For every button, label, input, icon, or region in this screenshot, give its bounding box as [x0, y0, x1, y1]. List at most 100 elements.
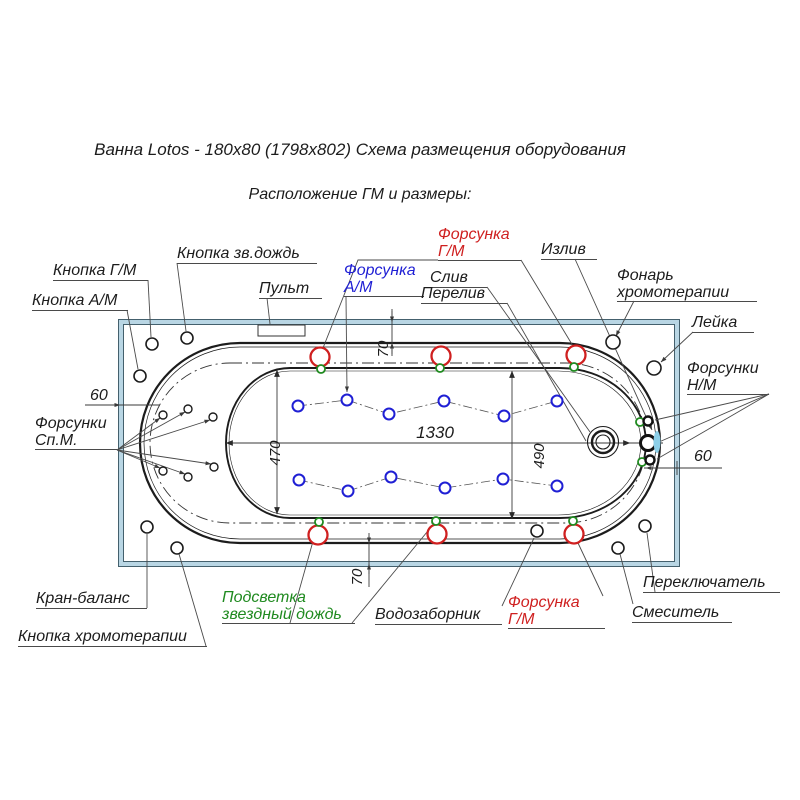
- spm-jet: [208, 412, 218, 422]
- leader-nm-2: [658, 393, 770, 443]
- leader-spm-jet: [116, 419, 211, 451]
- led-light: [316, 364, 326, 374]
- dim-text-1330: 1330: [416, 423, 454, 442]
- nm-jet: [639, 434, 657, 452]
- page-subtitle: Расположение ГМ и размеры:: [248, 186, 472, 203]
- label-knopka-zv-dozhd: Кнопка зв.дождь: [177, 245, 317, 264]
- label-smesitel: Смеситель: [632, 604, 732, 623]
- tub-inner-wall-echo: [228, 370, 642, 516]
- gm-jet: [309, 346, 331, 368]
- deck-hole: [170, 541, 184, 555]
- led-light: [568, 516, 578, 526]
- am-jet: [550, 394, 564, 408]
- label-pereklyuchatel: Переключатель: [643, 574, 780, 593]
- leader-knopka-gm: [147, 279, 152, 338]
- drain-ring: [595, 434, 611, 450]
- spm-jet: [158, 410, 168, 420]
- leader-pereklyuchatel: [646, 532, 656, 593]
- am-jet: [384, 470, 398, 484]
- page-title: Ванна Lotos - 180x80 (1798x802) Схема ра…: [94, 140, 626, 159]
- dim-text-490: 490: [531, 443, 548, 469]
- label-dim-60-left: 60: [90, 387, 108, 404]
- label-knopka-am: Кнопка А/М: [32, 292, 128, 311]
- spm-jet: [183, 404, 193, 414]
- nm-jet: [642, 415, 654, 427]
- am-jet: [292, 473, 306, 487]
- deck-hole: [605, 334, 621, 350]
- gm-jet: [565, 344, 587, 366]
- deck-hole: [646, 360, 662, 376]
- deck-hole: [611, 541, 625, 555]
- dim-text-70-bottom: 70: [349, 568, 366, 585]
- am-jet: [340, 393, 354, 407]
- equipment-markers: [133, 331, 662, 555]
- leader-podsvetka-2: [351, 525, 433, 624]
- dim-text-70-top: 70: [375, 340, 392, 357]
- gm-jet: [426, 523, 448, 545]
- spm-jet: [209, 462, 219, 472]
- leader-knopka-chromo: [178, 553, 207, 647]
- label-knopka-chromo: Кнопка хромотерапии: [18, 628, 207, 647]
- leader-spm-jet: [116, 417, 161, 451]
- leader-vodozabornik: [501, 537, 535, 607]
- label-pereliv: Перелив: [421, 285, 507, 304]
- drain-ring: [586, 425, 620, 459]
- nm-jet: [644, 454, 656, 466]
- spm-jet: [158, 466, 168, 476]
- gm-jet: [307, 524, 329, 546]
- gm-jet: [430, 345, 452, 367]
- am-jet: [382, 407, 396, 421]
- jet-link-lines: [116, 399, 558, 492]
- leader-spm-jet: [116, 449, 186, 475]
- label-leika: Лейка: [692, 314, 754, 333]
- am-jet-link-bottom: [298, 476, 558, 492]
- leader-forsunka-gm-top-right: [520, 259, 574, 347]
- deck-hole: [140, 520, 154, 534]
- leader-forsunka-gm-top-left: [322, 259, 438, 349]
- leader-knopka-zv: [176, 262, 187, 332]
- leader-leika: [660, 331, 694, 363]
- deck-hole: [530, 524, 544, 538]
- leader-forsunka-gm-bottom: [577, 542, 604, 597]
- am-jet: [341, 484, 355, 498]
- label-sliv: Слив: [430, 269, 487, 288]
- am-jet: [550, 479, 564, 493]
- led-light: [314, 517, 324, 527]
- am-jet: [437, 394, 451, 408]
- leader-fonar: [615, 300, 635, 337]
- label-vodozabornik: Водозаборник: [375, 606, 502, 625]
- deck-hole: [180, 331, 194, 345]
- deck-hole: [133, 369, 147, 383]
- led-light: [431, 516, 441, 526]
- label-pult: Пульт: [259, 280, 322, 299]
- leader-nm-3: [656, 393, 770, 460]
- label-dim-60-right: 60: [694, 448, 712, 465]
- leader-spm-jet: [116, 449, 212, 466]
- label-izliv: Излив: [541, 241, 597, 260]
- deck-hole: [638, 519, 652, 533]
- control-panel-box: [257, 324, 306, 337]
- leader-pereliv: [506, 302, 587, 442]
- led-light: [435, 363, 445, 373]
- label-kran-balans: Кран-баланс: [36, 590, 147, 609]
- am-jet: [496, 472, 510, 486]
- leader-sliv: [486, 286, 591, 433]
- leader-spm-jet: [116, 411, 186, 451]
- leader-knopka-am: [126, 309, 139, 370]
- leader-smesitel: [619, 553, 634, 605]
- leader-pult: [266, 297, 271, 325]
- am-jet: [497, 409, 511, 423]
- spout-lens: [653, 431, 661, 453]
- leader-forsunka-am: [344, 296, 349, 393]
- waterline-dashdot: [149, 362, 647, 524]
- led-light: [569, 362, 579, 372]
